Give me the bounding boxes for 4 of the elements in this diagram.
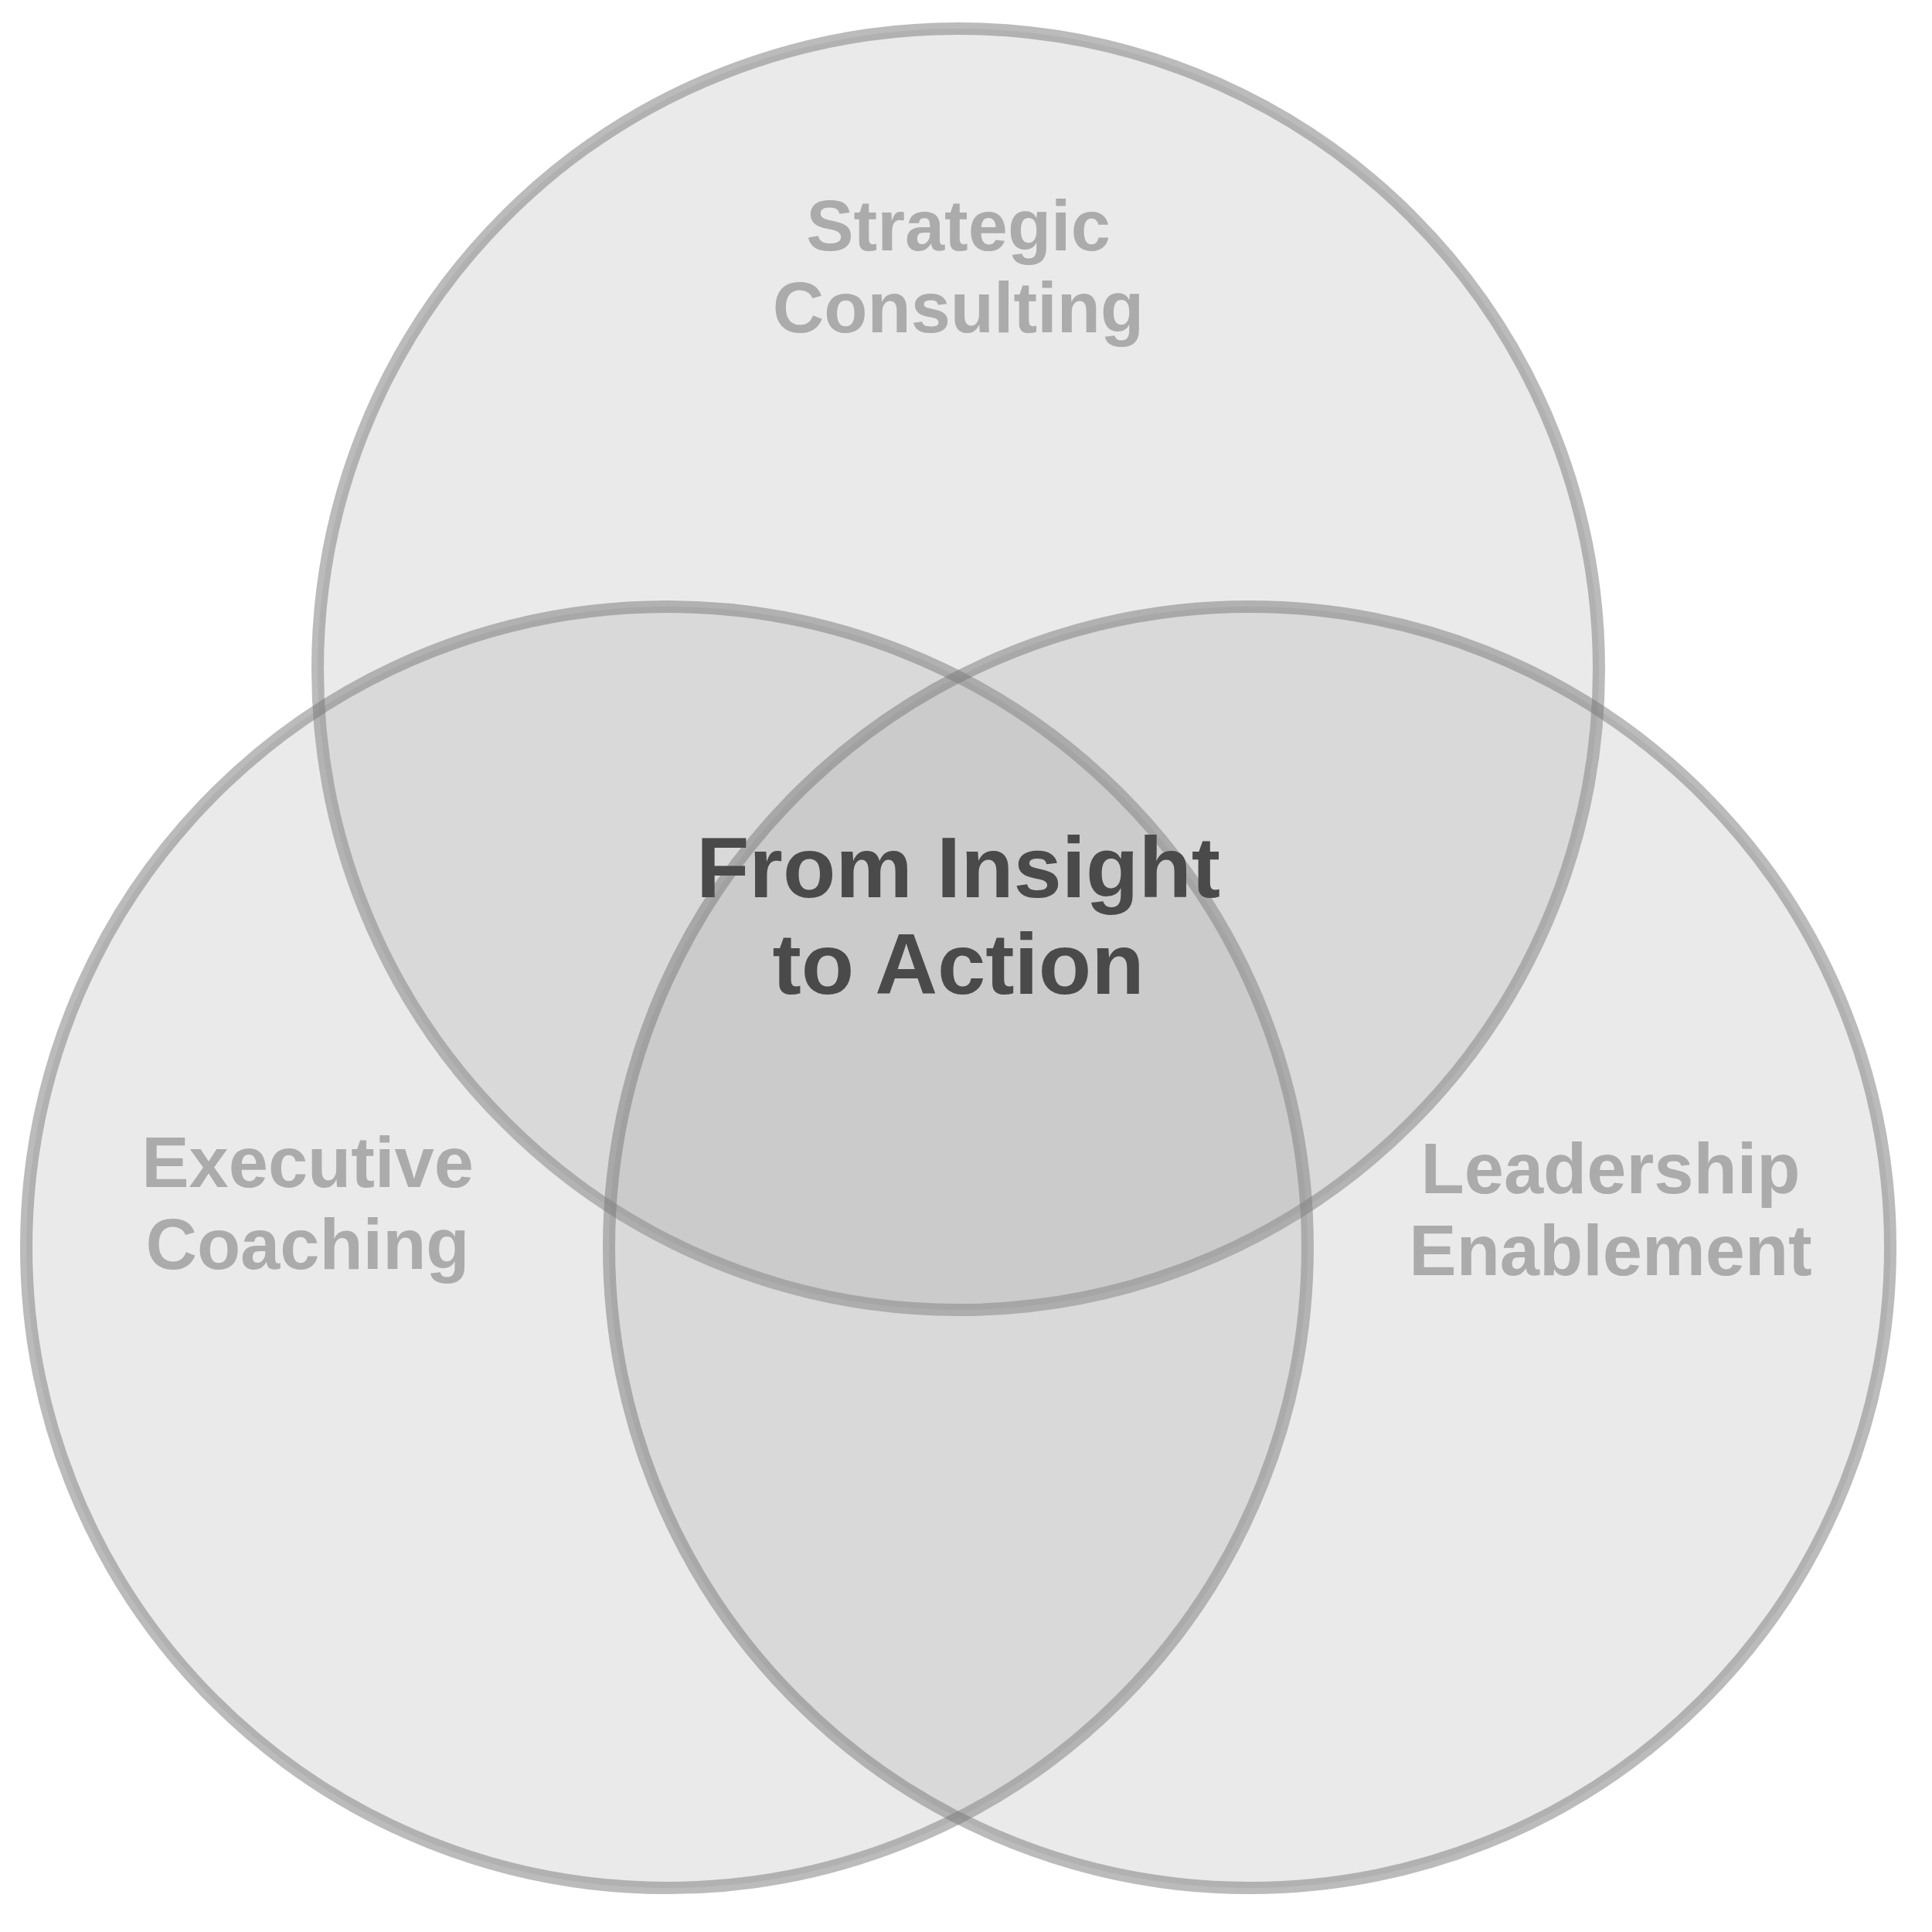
circle-label: Strategic Consulting	[771, 185, 1145, 349]
circle-label: Executive Coaching	[141, 1122, 474, 1285]
circle-label: Leadership Enablement	[1408, 1128, 1813, 1291]
center-label: From Insight to Action	[695, 819, 1222, 1013]
